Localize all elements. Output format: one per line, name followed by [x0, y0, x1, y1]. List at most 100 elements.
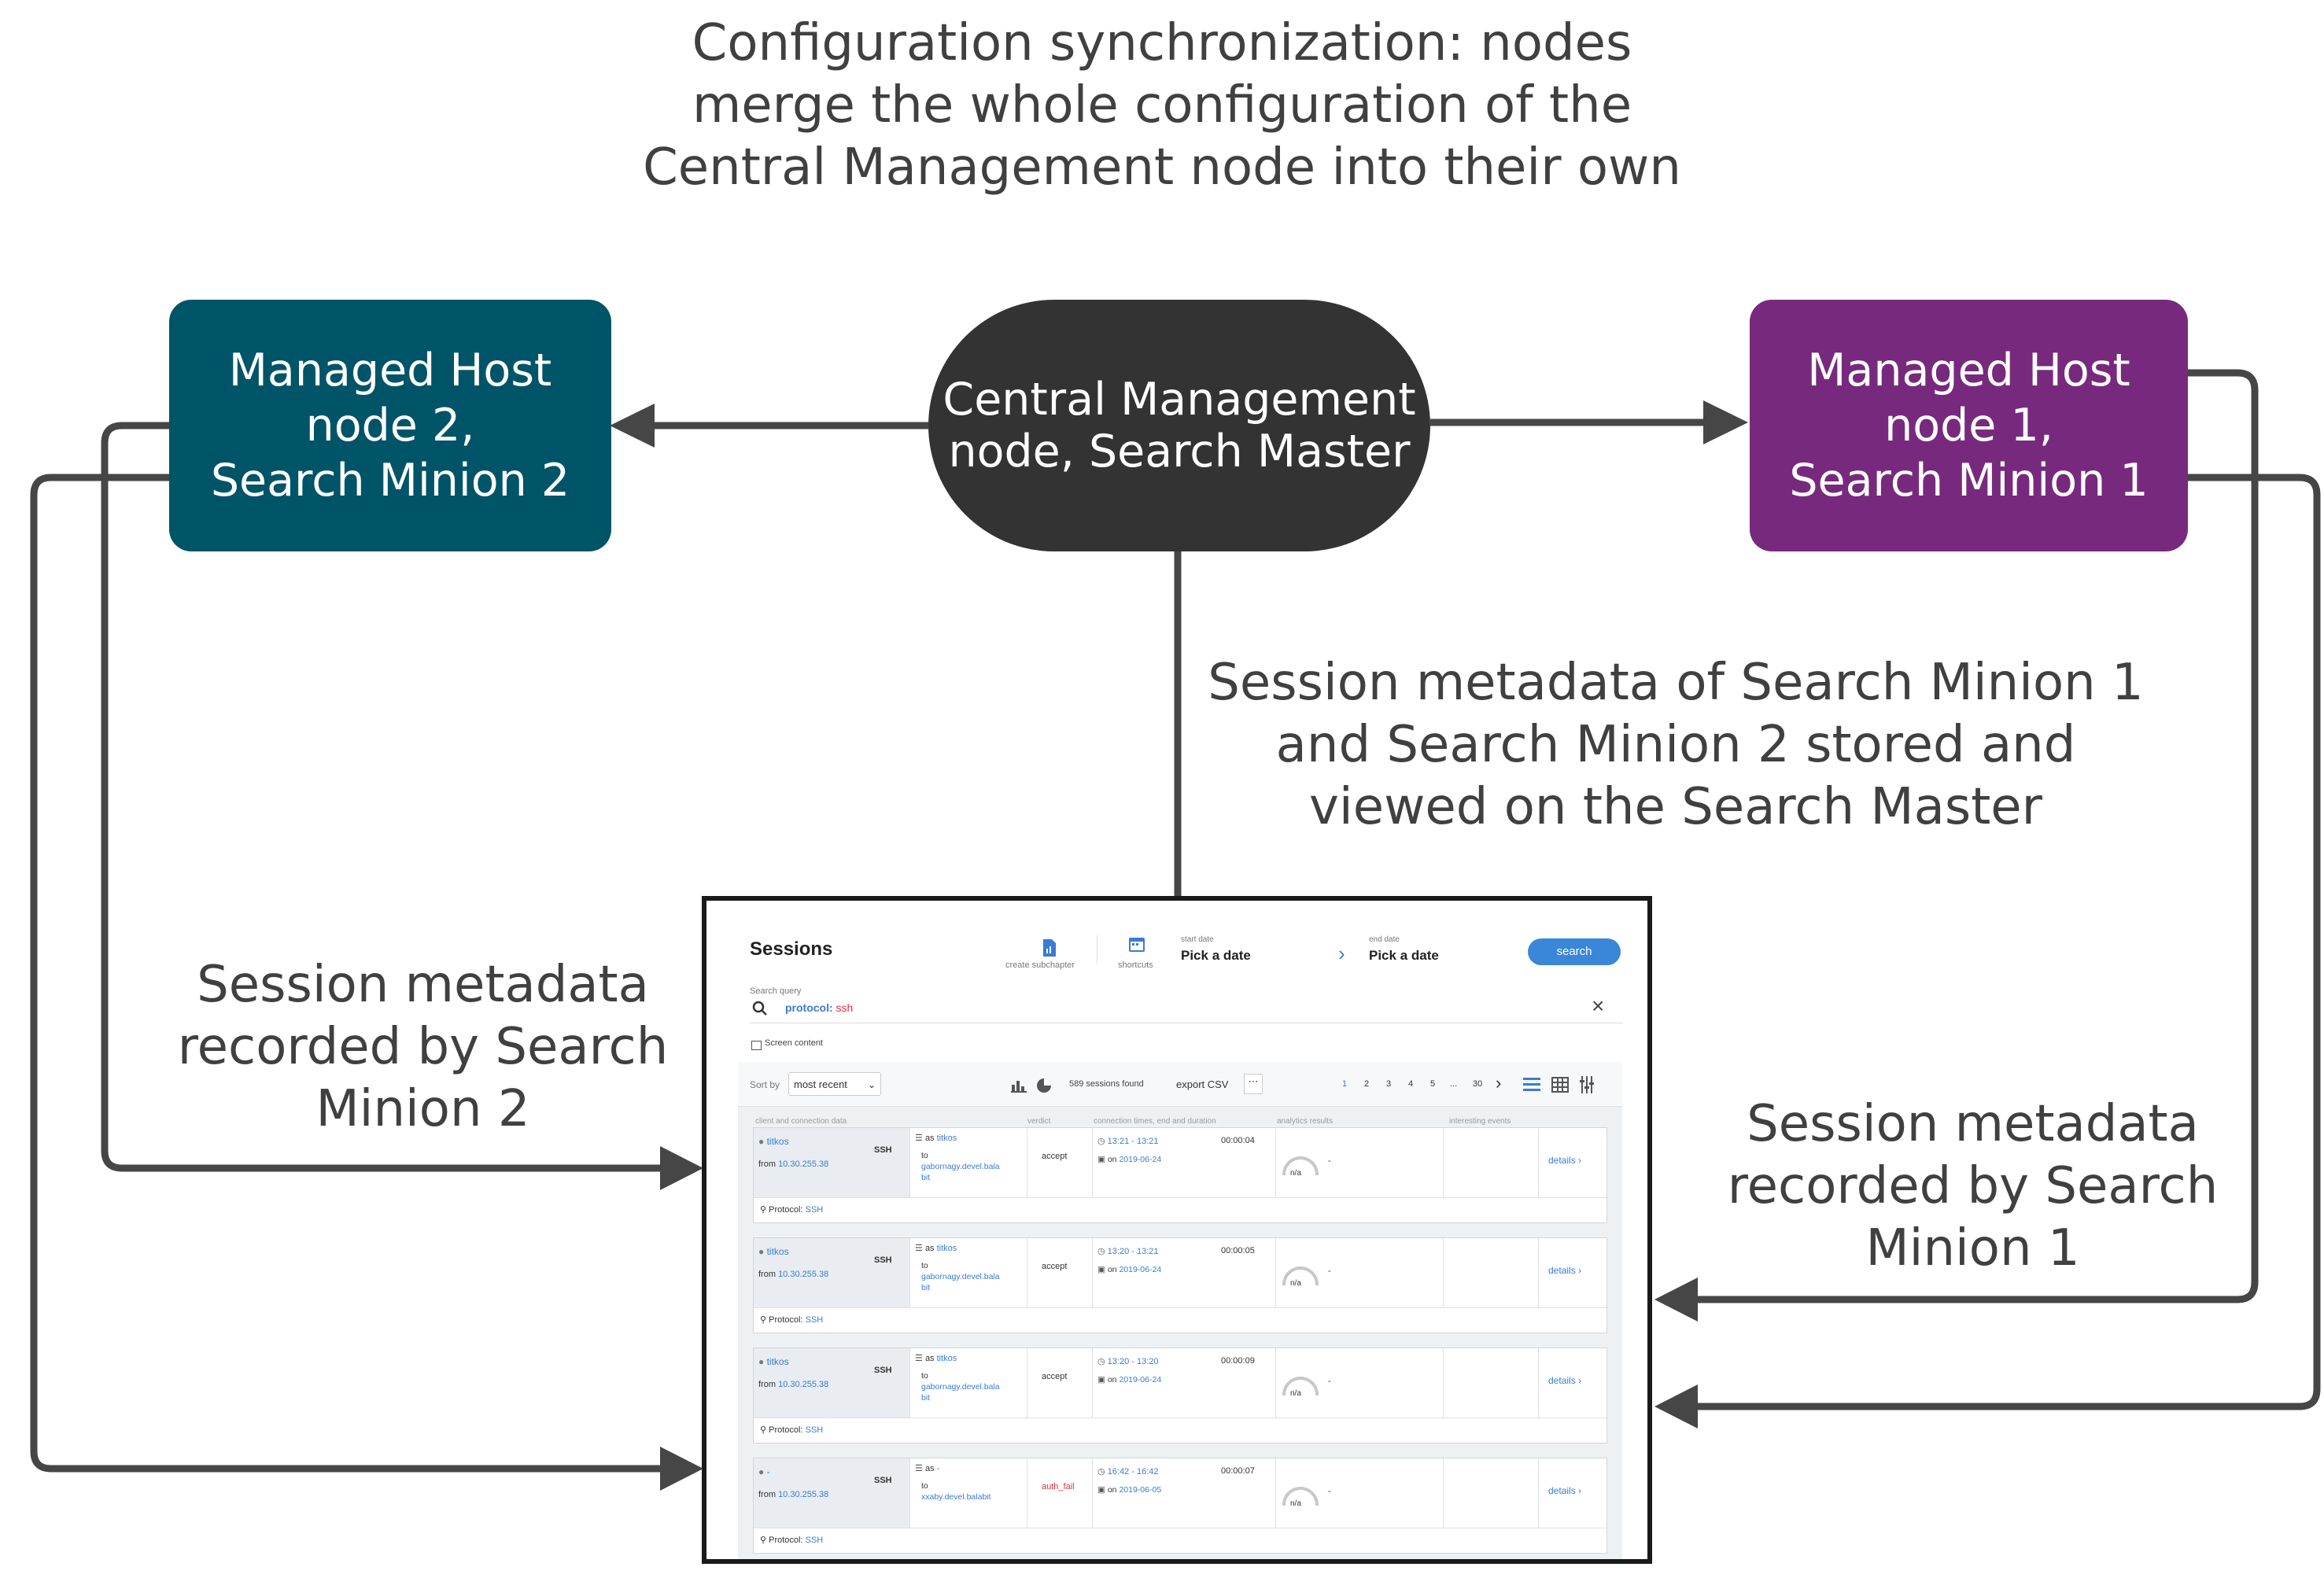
search-icon: ⚲: [760, 1425, 767, 1435]
verdict: accept: [1042, 1152, 1068, 1161]
sort-label: Sort by: [750, 1079, 780, 1090]
target-host[interactable]: gabornagy.devel.bala: [921, 1272, 1000, 1281]
chevron-down-icon: ⌄: [867, 1079, 876, 1090]
pagination-page[interactable]: 3: [1386, 1079, 1392, 1089]
session-time[interactable]: 13:20 - 13:21: [1107, 1247, 1159, 1256]
table-view-icon[interactable]: [1551, 1077, 1569, 1093]
target-host[interactable]: bit: [921, 1283, 931, 1292]
calendar-icon: ▣: [1097, 1375, 1105, 1384]
verdict-cell: accept: [1027, 1128, 1093, 1197]
caption-line: viewed on the Search Master: [1309, 778, 2042, 836]
protocol-value[interactable]: SSH: [805, 1315, 824, 1325]
calendar-icon[interactable]: [1128, 935, 1145, 953]
sort-select[interactable]: most recent ⌄: [788, 1072, 881, 1096]
create-subchapter-icon[interactable]: [1042, 938, 1057, 957]
start-date-value[interactable]: Pick a date: [1181, 948, 1251, 963]
search-input[interactable]: protocol: ssh: [785, 1001, 853, 1014]
client-ip[interactable]: 10.30.255.38: [778, 1270, 829, 1279]
details-link[interactable]: details: [1548, 1375, 1576, 1386]
session-date[interactable]: 2019-06-05: [1119, 1485, 1162, 1495]
protocol-badge: SSH: [874, 1255, 892, 1265]
protocol-footer: ⚲ Protocol: SSH: [754, 1307, 1607, 1333]
server-icon: ☰: [915, 1354, 923, 1363]
session-date[interactable]: 2019-06-24: [1119, 1375, 1162, 1384]
next-page-icon[interactable]: ›: [1496, 1073, 1502, 1093]
clock-icon: ◷: [1097, 1357, 1105, 1366]
user-name[interactable]: titkos: [766, 1136, 789, 1147]
details-link[interactable]: details: [1548, 1155, 1576, 1166]
target-host[interactable]: bit: [921, 1393, 931, 1403]
session-date[interactable]: 2019-06-24: [1119, 1155, 1162, 1164]
verdict: accept: [1042, 1372, 1068, 1381]
protocol-footer: ⚲ Protocol: SSH: [754, 1528, 1607, 1553]
filter-columns-icon[interactable]: [1578, 1075, 1595, 1094]
session-duration: 00:00:04: [1221, 1136, 1255, 1145]
as-label: as: [924, 1354, 935, 1363]
pagination-page[interactable]: 4: [1408, 1079, 1414, 1089]
caption-minion-2: Session metadata recorded by Search Mini…: [142, 954, 704, 1141]
more-options-icon[interactable]: ⋯: [1244, 1074, 1263, 1094]
session-date[interactable]: 2019-06-24: [1119, 1265, 1162, 1274]
protocol-value[interactable]: SSH: [805, 1536, 824, 1545]
bar-chart-icon[interactable]: [1010, 1077, 1027, 1093]
as-user[interactable]: -: [936, 1464, 940, 1473]
search-value: ssh: [836, 1001, 854, 1014]
pagination-page[interactable]: 5: [1430, 1079, 1436, 1089]
protocol-value[interactable]: SSH: [805, 1425, 824, 1435]
pagination-page[interactable]: 1: [1342, 1079, 1348, 1089]
protocol-value[interactable]: SSH: [805, 1205, 824, 1215]
session-time[interactable]: 13:21 - 13:21: [1107, 1137, 1159, 1146]
target-host[interactable]: gabornagy.devel.bala: [921, 1162, 1000, 1171]
pagination-page[interactable]: 2: [1364, 1079, 1370, 1089]
target-host[interactable]: gabornagy.devel.bala: [921, 1382, 1000, 1392]
details-link[interactable]: details: [1548, 1485, 1576, 1496]
pie-chart-icon[interactable]: [1035, 1077, 1053, 1094]
user-name[interactable]: titkos: [766, 1356, 789, 1367]
pagination-ellipsis: ...: [1450, 1079, 1458, 1089]
screen-content-checkbox[interactable]: [751, 1041, 762, 1050]
session-duration: 00:00:05: [1221, 1246, 1255, 1255]
session-time[interactable]: 13:20 - 13:20: [1107, 1357, 1159, 1366]
shortcuts-label[interactable]: shortcuts: [1118, 960, 1153, 970]
as-user[interactable]: titkos: [936, 1354, 957, 1363]
user-name[interactable]: titkos: [766, 1246, 789, 1257]
connector-host1-outer: [1691, 474, 2321, 1410]
diagram-title-line: Configuration synchronization: nodes: [692, 14, 1632, 72]
arrowhead-screenshot-left-1: [660, 1146, 703, 1190]
arrowhead-screenshot-right-2: [1654, 1384, 1698, 1429]
end-date-label: end date: [1369, 935, 1400, 944]
search-button[interactable]: search: [1528, 938, 1621, 965]
user-name[interactable]: -: [766, 1466, 770, 1477]
verdict-cell: auth_fail: [1027, 1458, 1093, 1528]
diagram-title-line: Central Management node into their own: [643, 138, 1681, 197]
details-link[interactable]: details: [1548, 1265, 1576, 1276]
client-ip[interactable]: 10.30.255.38: [778, 1159, 829, 1169]
client-ip[interactable]: 10.30.255.38: [778, 1380, 829, 1389]
from-label: from: [758, 1270, 776, 1279]
from-label: from: [758, 1380, 776, 1389]
export-csv-button[interactable]: export CSV: [1176, 1078, 1229, 1090]
list-view-icon[interactable]: [1523, 1077, 1540, 1093]
to-label: to: [921, 1151, 928, 1160]
pagination-page[interactable]: 30: [1473, 1079, 1483, 1089]
end-date-value[interactable]: Pick a date: [1369, 948, 1439, 963]
create-subchapter-label[interactable]: create subchapter: [1005, 960, 1075, 970]
protocol-label: Protocol:: [769, 1425, 803, 1435]
as-user[interactable]: titkos: [936, 1134, 957, 1143]
as-user[interactable]: titkos: [936, 1244, 957, 1253]
target-host[interactable]: bit: [921, 1173, 931, 1182]
gauge-value: n/a: [1290, 1389, 1301, 1398]
close-icon[interactable]: ×: [1592, 994, 1605, 1018]
analytics-value: -: [1328, 1377, 1331, 1386]
session-time[interactable]: 16:42 - 16:42: [1107, 1467, 1159, 1477]
on-label: on: [1107, 1485, 1117, 1495]
target-host[interactable]: xxaby.devel.balabit: [921, 1492, 991, 1502]
client-ip[interactable]: 10.30.255.38: [778, 1490, 829, 1499]
